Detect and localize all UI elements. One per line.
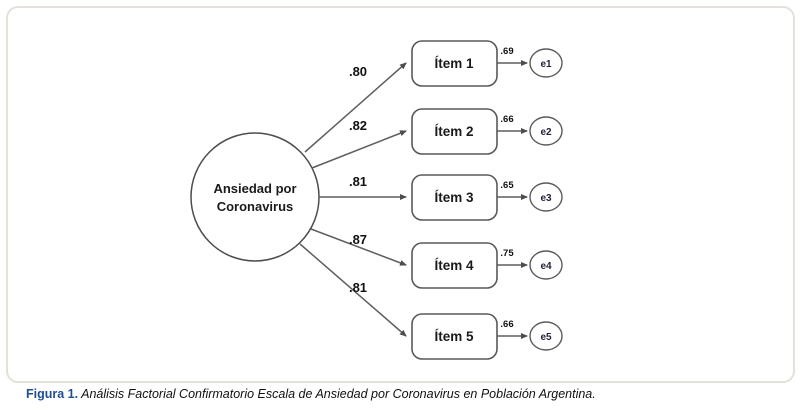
- item-label-2: Ítem 2: [434, 124, 473, 139]
- residual-value-1: .69: [500, 46, 513, 57]
- error-circle-2: [529, 116, 563, 146]
- indicator-group-5: .81 Ítem 5 .66 e5: [299, 243, 563, 360]
- loading-path-2: [311, 130, 407, 169]
- error-circle-1: [529, 48, 563, 78]
- error-label-5: e5: [540, 332, 552, 343]
- error-circle-3: [529, 182, 563, 212]
- loading-value-1: .80: [349, 64, 367, 79]
- loading-value-4: .87: [349, 232, 367, 247]
- figure-caption-text: Análisis Factorial Confirmatorio Escala …: [78, 387, 596, 401]
- loading-value-5: .81: [349, 280, 367, 295]
- error-label-1: e1: [540, 59, 552, 70]
- item-label-1: Ítem 1: [434, 56, 474, 71]
- error-label-2: e2: [540, 127, 552, 138]
- residual-value-3: .65: [500, 180, 514, 191]
- residual-value-2: .66: [500, 114, 513, 125]
- indicator-group-4: .87 Ítem 4 .75 e4: [310, 228, 563, 289]
- indicator-group-2: .82 Ítem 2 .66 e2: [311, 108, 563, 169]
- error-label-3: e3: [540, 193, 552, 204]
- item-label-3: Ítem 3: [434, 190, 474, 205]
- indicator-group-1: .80 Ítem 1 .69 e1: [304, 40, 563, 153]
- figure-caption-label: Figura 1.: [26, 387, 79, 401]
- latent-factor-node: Ansiedad por Coronavirus: [190, 132, 320, 262]
- figure-caption: Figura 1. Análisis Factorial Confirmator…: [26, 386, 786, 402]
- loading-value-2: .82: [349, 118, 367, 133]
- loading-path-1: [304, 62, 407, 153]
- indicator-group-3: .81 Ítem 3 .65 e3: [319, 174, 563, 221]
- loading-value-3: .81: [349, 174, 367, 189]
- item-label-5: Ítem 5: [434, 329, 474, 344]
- error-circle-5: [529, 321, 563, 351]
- loading-path-4: [310, 228, 407, 266]
- residual-value-4: .75: [500, 248, 514, 259]
- residual-value-5: .66: [500, 319, 513, 330]
- loading-path-5: [299, 243, 407, 337]
- factor-label-line1: Ansiedad por: [213, 181, 296, 196]
- error-circle-4: [529, 250, 563, 280]
- cfa-path-diagram: Ansiedad por Coronavirus .80 Ítem 1 .69 …: [190, 40, 563, 360]
- error-label-4: e4: [540, 261, 552, 272]
- factor-label-line2: Coronavirus: [217, 199, 294, 214]
- item-label-4: Ítem 4: [434, 258, 474, 273]
